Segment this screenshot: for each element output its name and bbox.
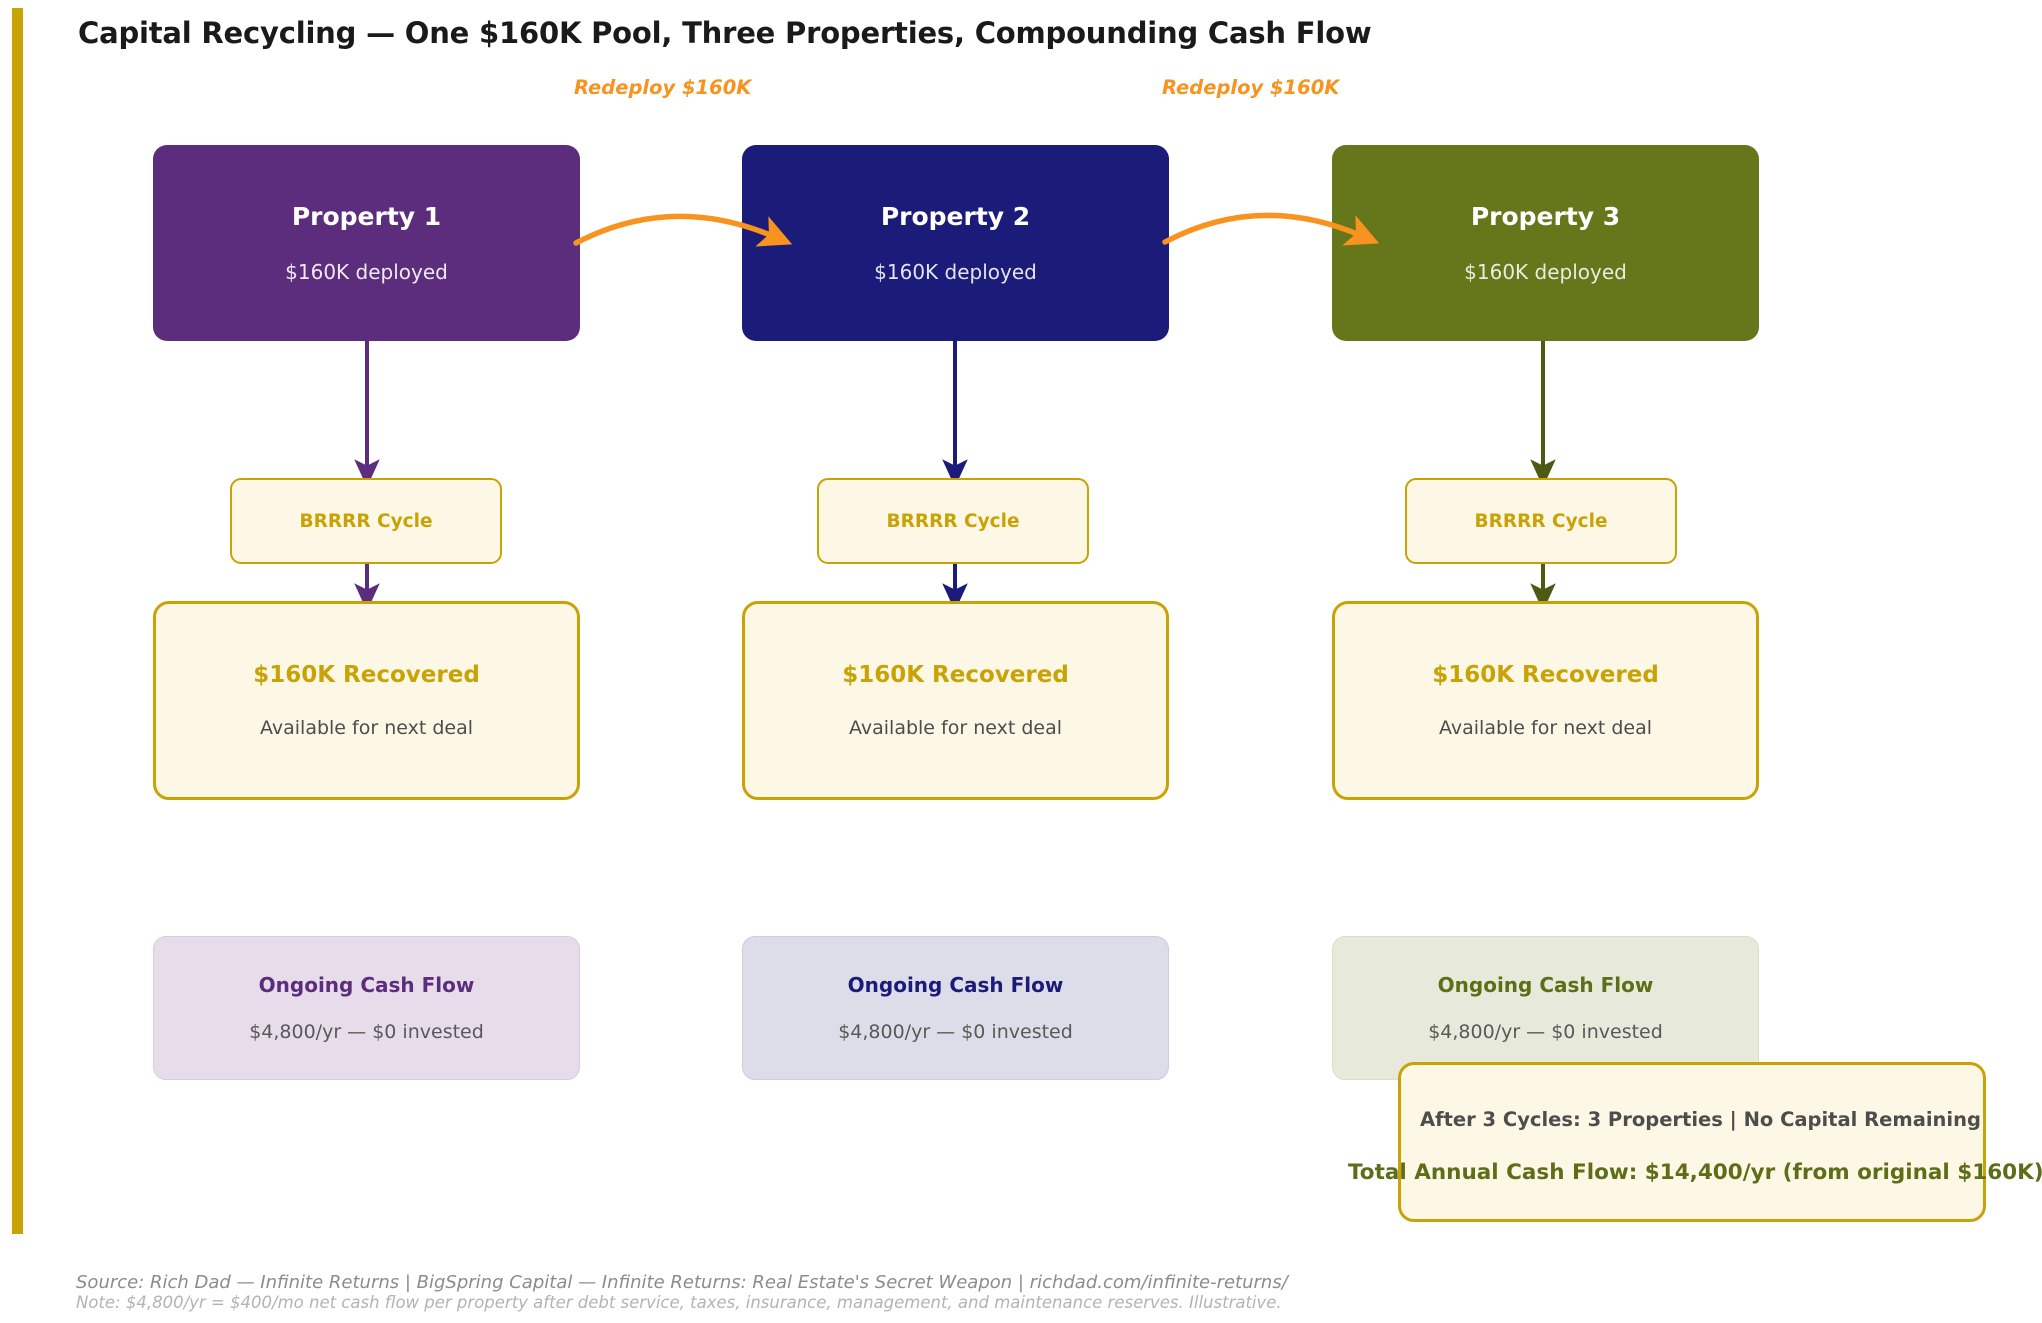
cashflow-box-1-title: Ongoing Cash Flow bbox=[258, 973, 475, 997]
recovered-box-1-subtitle: Available for next deal bbox=[259, 717, 473, 739]
cashflow-box-1-subtitle: $4,800/yr — $0 invested bbox=[249, 1021, 484, 1043]
recovered-box-1-title: $160K Recovered bbox=[253, 662, 480, 688]
cashflow-box-3-title: Ongoing Cash Flow bbox=[1437, 973, 1654, 997]
property-card-1-title: Property 1 bbox=[291, 202, 442, 231]
cashflow-box-1[interactable]: Ongoing Cash Flow $4,800/yr — $0 investe… bbox=[153, 936, 580, 1080]
property-card-1[interactable]: Property 1 $160K deployed bbox=[153, 145, 580, 341]
left-accent-bar bbox=[12, 8, 23, 1234]
property-card-3-title: Property 3 bbox=[1470, 202, 1621, 231]
property-card-2-title: Property 2 bbox=[880, 202, 1031, 231]
brrrr-cycle-box-1[interactable]: BRRRR Cycle bbox=[230, 478, 502, 564]
footer-source: Source: Rich Dad — Infinite Returns | Bi… bbox=[76, 1272, 1288, 1293]
brrrr-cycle-box-2[interactable]: BRRRR Cycle bbox=[817, 478, 1089, 564]
recovered-box-3[interactable]: $160K Recovered Available for next deal bbox=[1332, 601, 1759, 800]
cashflow-box-3-subtitle: $4,800/yr — $0 invested bbox=[1428, 1021, 1663, 1043]
redeploy-label-1: Redeploy $160K bbox=[574, 76, 752, 99]
summary-panel bbox=[1398, 1062, 1986, 1222]
property-card-2[interactable]: Property 2 $160K deployed bbox=[742, 145, 1169, 341]
brrrr-cycle-box-3[interactable]: BRRRR Cycle bbox=[1405, 478, 1677, 564]
redeploy-label-2: Redeploy $160K bbox=[1162, 76, 1340, 99]
cashflow-box-3[interactable]: Ongoing Cash Flow $4,800/yr — $0 investe… bbox=[1332, 936, 1759, 1080]
recovered-box-3-title: $160K Recovered bbox=[1432, 662, 1659, 688]
recovered-box-2-title: $160K Recovered bbox=[842, 662, 1069, 688]
summary-line-1: After 3 Cycles: 3 Properties | No Capita… bbox=[1420, 1108, 1981, 1131]
cashflow-box-2[interactable]: Ongoing Cash Flow $4,800/yr — $0 investe… bbox=[742, 936, 1169, 1080]
page-title: Capital Recycling — One $160K Pool, Thre… bbox=[78, 16, 1372, 50]
cashflow-box-2-subtitle: $4,800/yr — $0 invested bbox=[838, 1021, 1073, 1043]
recovered-box-3-subtitle: Available for next deal bbox=[1438, 717, 1652, 739]
property-card-3[interactable]: Property 3 $160K deployed bbox=[1332, 145, 1759, 341]
property-card-2-subtitle: $160K deployed bbox=[874, 260, 1037, 284]
recovered-box-2-subtitle: Available for next deal bbox=[848, 717, 1062, 739]
recovered-box-2[interactable]: $160K Recovered Available for next deal bbox=[742, 601, 1169, 800]
cashflow-box-2-title: Ongoing Cash Flow bbox=[847, 973, 1064, 997]
footer-note: Note: $4,800/yr = $400/mo net cash flow … bbox=[76, 1293, 1282, 1312]
property-card-3-subtitle: $160K deployed bbox=[1464, 260, 1627, 284]
recovered-box-1[interactable]: $160K Recovered Available for next deal bbox=[153, 601, 580, 800]
property-card-1-subtitle: $160K deployed bbox=[285, 260, 448, 284]
summary-line-2: Total Annual Cash Flow: $14,400/yr (from… bbox=[1348, 1160, 2042, 1185]
